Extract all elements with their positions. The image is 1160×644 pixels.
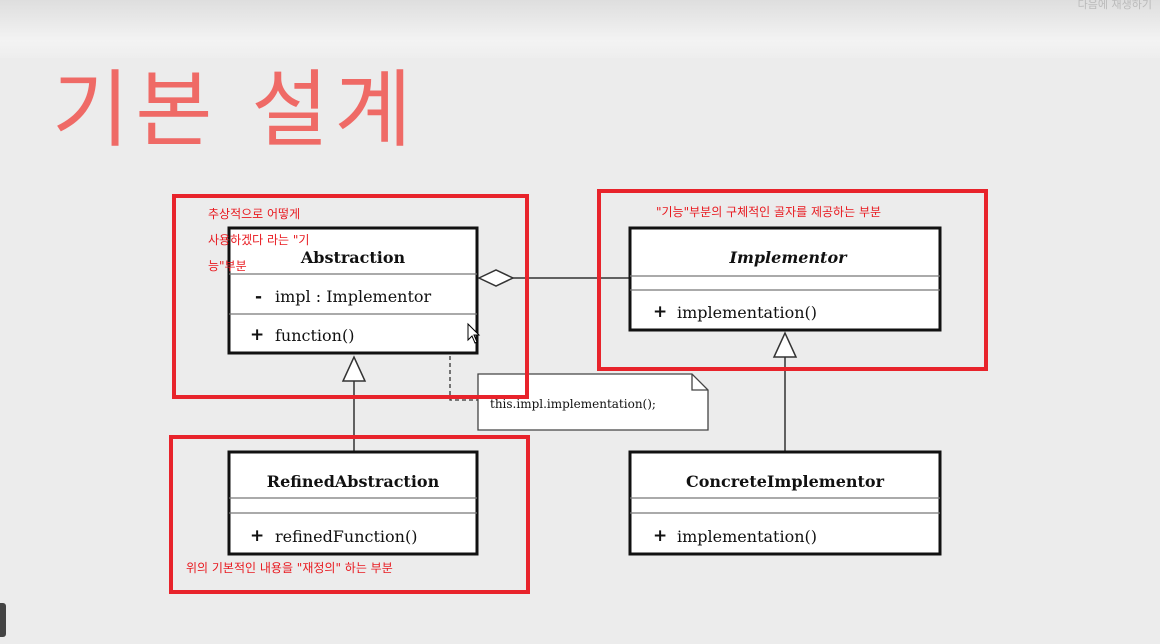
annotation-line: 능"부분 [208,259,247,273]
annotation-line: 사용하겠다 라는 "기 [208,233,310,247]
inheritance-arrow-concrete [772,331,798,358]
class-name-implementor: Implementor [728,248,848,267]
video-top-bar: 다음에 재생하기 [0,0,1160,58]
method-function: function() [275,326,354,345]
inheritance-arrow-refined [341,355,367,382]
method-implementation: implementation() [677,527,817,546]
aggregation-diamond [477,269,515,287]
class-name-concrete-implementor: ConcreteImplementor [686,472,885,491]
class-refined-abstraction: RefinedAbstraction + refinedFunction() [227,450,479,556]
annotation-abstraction: 추상적으로 어떻게 사용하겠다 라는 "기 능"부분 [208,201,309,279]
method-visibility: + [250,526,264,546]
annotation-line: 추상적으로 어떻게 [208,207,301,221]
class-name-abstraction: Abstraction [300,248,406,267]
class-implementor: Implementor + implementation() [628,226,942,332]
method-visibility: + [653,526,667,546]
highlight-refined [169,435,530,594]
method-implementation: implementation() [677,303,817,322]
highlight-implementor [597,189,988,371]
slide-title: 기본 설계 [52,61,418,159]
method-visibility: + [250,325,264,345]
class-name-refined-abstraction: RefinedAbstraction [267,472,440,491]
method-refined-function: refinedFunction() [275,527,417,546]
note-connector [449,342,478,401]
note-text: this.impl.implementation(); [490,397,656,411]
class-abstraction: Abstraction - impl : Implementor + funct… [227,226,479,355]
code-note: this.impl.implementation(); [477,373,709,431]
method-visibility: + [653,302,667,322]
class-concrete-implementor: ConcreteImplementor + implementation() [628,450,942,556]
highlight-abstraction [172,194,529,399]
side-panel-handle[interactable] [0,603,6,637]
field-visibility: - [255,287,262,307]
mouse-cursor-icon [467,322,481,344]
field-impl: impl : Implementor [275,287,432,306]
annotation-refined: 위의 기본적인 내용을 "재정의" 하는 부분 [186,561,393,575]
annotation-implementor: "기능"부분의 구체적인 골자를 제공하는 부분 [656,205,882,219]
top-caption: 다음에 재생하기 [1077,0,1152,11]
